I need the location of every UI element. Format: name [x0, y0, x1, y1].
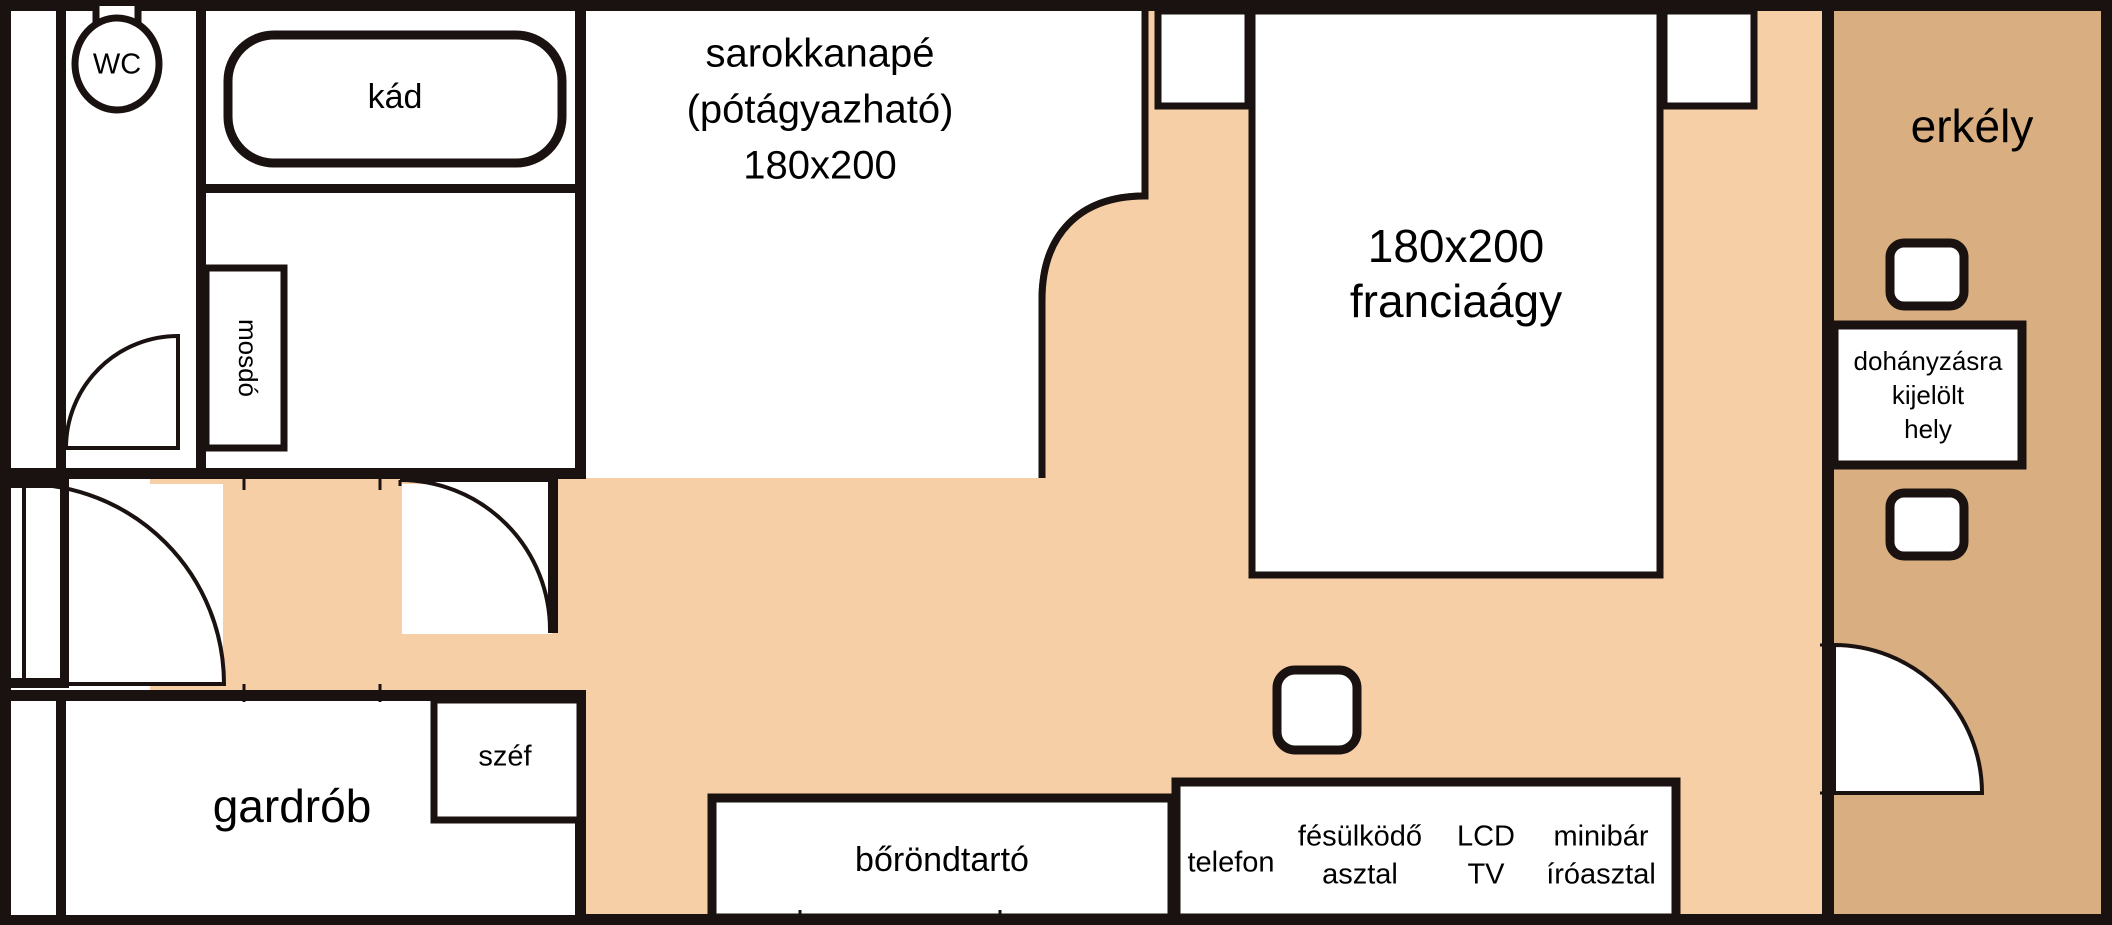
balcony-chair-top-fill — [1890, 243, 1964, 306]
wall-tick-marks-bottom — [798, 910, 1002, 925]
luggage-rack-label: bőröndtartó — [855, 841, 1029, 879]
wardrobe-label: gardrób — [213, 780, 372, 832]
desk-minibar-label-line2: íróasztal — [1546, 859, 1656, 891]
bathtub-label: kád — [368, 78, 423, 116]
wall-left — [0, 0, 11, 925]
wc-icon — [71, 14, 163, 114]
wc-bowl-fill — [75, 18, 159, 110]
wardrobe-door-ticks — [242, 684, 382, 702]
wall-bathroom-bottom — [0, 468, 586, 479]
nightstand-right-fill — [1664, 11, 1754, 106]
balcony-label: erkély — [1911, 100, 2034, 152]
wall-tick-marks-corridor — [242, 472, 382, 490]
nightstand-left-fill — [1158, 11, 1248, 106]
wall-right — [2101, 0, 2112, 925]
smoking-label-line3: hely — [1904, 414, 1952, 444]
wall-wardrobe-top — [0, 690, 586, 701]
desk-tv-label-line2: TV — [1467, 859, 1505, 891]
bathroom-door-swing — [63, 333, 180, 450]
sofa-label-line2: (pótágyazható) — [687, 88, 954, 132]
bathtub-fill — [228, 35, 562, 163]
bed-label-line1: 180x200 — [1368, 220, 1545, 272]
balcony-chair-bottom-icon — [1885, 488, 1969, 561]
balcony-chair-bottom-fill — [1890, 493, 1964, 556]
washbasin-label: mosdó — [233, 319, 263, 397]
sofa-label-line1: sarokkanapé — [705, 32, 934, 76]
bed-icon — [1248, 7, 1664, 579]
washbasin-fill — [206, 268, 284, 448]
bed-label-line2: franciaágy — [1350, 275, 1562, 327]
nightstand-right — [1660, 7, 1758, 110]
stool-fill — [1277, 670, 1357, 750]
desk-unit-icon — [1171, 777, 1681, 923]
washbasin-icon — [202, 264, 288, 452]
balcony-door-jambs — [1820, 643, 1840, 795]
smoking-label-line1: dohányzásra — [1854, 346, 2003, 376]
entry-door-frame — [60, 478, 69, 688]
desk-minibar-label-line1: minibár — [1553, 821, 1648, 853]
desk-unit-fill — [1176, 782, 1676, 918]
safe-fill — [434, 700, 580, 820]
wall-wardrobe-left-partition — [56, 690, 66, 922]
safe-icon — [430, 696, 584, 824]
stool-icon — [1272, 665, 1362, 755]
smoking-label-line2: kijelölt — [1892, 380, 1965, 410]
wc-label: WC — [93, 49, 141, 81]
wall-top — [0, 0, 2112, 11]
wall-vestibule-left — [56, 11, 66, 478]
entry-jamb-top — [11, 478, 69, 488]
desk-tv-label-line1: LCD — [1457, 821, 1515, 853]
luggage-rack-fill — [712, 798, 1172, 918]
floor-behind-sofa — [1042, 8, 1215, 478]
desk-phone-label: telefon — [1187, 847, 1274, 879]
sofa-label-line3: 180x200 — [743, 144, 896, 188]
desk-vanity-label-line1: fésülködő — [1298, 821, 1422, 853]
smoking-area-fill — [1834, 325, 2022, 465]
balcony-door-swing — [1832, 642, 1985, 795]
balcony-chair-top-icon — [1885, 238, 1969, 311]
bath-entry-frame — [548, 478, 558, 633]
entrance-door-swing — [22, 481, 227, 686]
entry-jamb-bottom — [11, 678, 69, 688]
wall-tub-divider — [196, 184, 586, 193]
bathtub-icon — [223, 30, 567, 168]
wall-bathroom-right — [575, 11, 586, 478]
wall-balcony-partition — [1822, 0, 1834, 925]
safe-label: széf — [478, 741, 532, 773]
nightstand-left — [1154, 7, 1252, 110]
corner-sofa-edge-repeat — [1038, 8, 1149, 478]
corner-sofa-body — [570, 8, 1145, 478]
smoking-area-icon — [1829, 320, 2027, 470]
bed-fill — [1252, 11, 1660, 575]
wall-wc-partition — [196, 11, 206, 478]
desk-vanity-label-line2: asztal — [1322, 859, 1398, 891]
